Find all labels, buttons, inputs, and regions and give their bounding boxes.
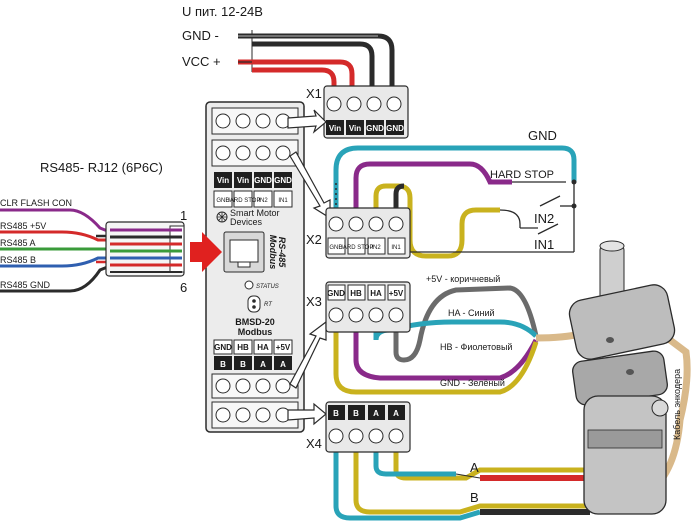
x1-terminal-3 (366, 120, 384, 135)
x4-terminal-1-label: B (333, 409, 339, 418)
device-top-label-4: GND (274, 176, 292, 185)
x4-terminal-3-label: A (373, 409, 379, 418)
x1-terminal-4 (386, 120, 404, 135)
x1-label: X1 (306, 86, 322, 101)
power-gnd-label: GND - (182, 28, 219, 43)
power-wire-red-2 (252, 67, 337, 92)
device-top-label-1: Vin (217, 176, 229, 185)
x4-terminal-4-label: A (393, 409, 399, 418)
status-label: STATUS (256, 284, 279, 290)
device-row2-label-4: IN1 (278, 198, 288, 204)
model-line-2: Modbus (238, 327, 273, 337)
device-row3-label-2: HB (237, 343, 249, 352)
encoder-gnd-label: GND - Зелёный (440, 378, 505, 388)
arrow-to-x4 (287, 402, 327, 426)
device-row4-label-2: B (240, 360, 246, 369)
x1-terminal-1 (326, 120, 344, 135)
rt-switch (247, 295, 261, 313)
device-rs485-line-1: RS-485 (277, 237, 287, 269)
rs485-line-2: RS485 +5V (0, 221, 46, 231)
input-hard-stop-label: HARD STOP (490, 169, 554, 181)
x4-terminal-2-label: B (353, 409, 359, 418)
device-top-label-2: Vin (237, 176, 249, 185)
input-gnd-label: GND (528, 128, 557, 143)
device-top-label-3: GND (254, 176, 272, 185)
x2-terminal-1-label: GND (329, 245, 343, 251)
x2-terminal-block: GND HARD STOP IN2 IN1 (325, 207, 411, 259)
rs485-lines: CLR FLASH CON RS485 +5V RS485 A RS485 B … (0, 198, 111, 293)
rs485-line-4: RS485 B (0, 255, 36, 265)
x1-terminal-2 (346, 120, 364, 135)
bmsd20-device: Vin Vin GND GND GND HARD STOP IN2 IN1 Sm… (205, 101, 305, 433)
device-rs485-line-2: Modbus (268, 235, 278, 270)
x4-terminal-block: B B A A (325, 401, 411, 453)
callout-arrows (287, 109, 331, 426)
arrow-to-x1 (287, 109, 327, 134)
rs485-line-3: RS485 A (0, 238, 36, 248)
device-row3-label-3: HA (257, 343, 269, 352)
device-row2-label-2: HARD STOP (226, 198, 261, 204)
x2-label: X2 (306, 232, 322, 247)
brand-line-1: Smart Motor (230, 208, 280, 218)
device-row4-label-4: A (280, 360, 286, 369)
x3-terminal-3-label: HA (370, 289, 382, 298)
x1-terminal-3-label: GND (366, 124, 384, 133)
x2-terminal-4-label: IN1 (391, 245, 401, 251)
x3-label: X3 (306, 294, 322, 309)
motor-phase-wires (333, 452, 590, 521)
encoder-ha-label: HA - Синий (448, 308, 495, 318)
status-led (244, 280, 254, 290)
motor-phase-b-label: B (470, 490, 479, 505)
x1-terminal-4-label: GND (386, 124, 404, 133)
rs485-pin-6: 6 (180, 280, 187, 295)
power-wire-black-1 (238, 33, 395, 92)
x4-label: X4 (306, 436, 322, 451)
device-row3-label-4: +5V (276, 343, 291, 352)
device-row2-label-1: GND (216, 198, 230, 204)
x3-terminal-block: GND HB HA +5V (325, 281, 411, 333)
device-row2-label-3: IN2 (258, 198, 268, 204)
x2-terminal-2-label: HARD STOP (339, 245, 374, 251)
encoder-5v-label: +5V - коричневый (426, 274, 500, 284)
motor-phase-a-label: A (470, 460, 479, 475)
x1-terminal-1-label: Vin (329, 124, 341, 133)
input-in2-label: IN2 (534, 211, 554, 226)
rj12-plug (105, 221, 185, 277)
x1-terminal-2-label: Vin (349, 124, 361, 133)
encoder-hb-label: HB - Фиолетовый (440, 342, 512, 352)
power-wire-black-2 (252, 41, 375, 92)
input-in1-label: IN1 (534, 237, 554, 252)
rs485-pin-1: 1 (180, 208, 187, 223)
power-wire-red-1 (238, 59, 355, 92)
device-row4-label-3: A (260, 360, 266, 369)
encoder-wires (333, 285, 691, 504)
power-vcc-label: VCC + (182, 54, 221, 69)
rs485-title: RS485- RJ12 (6P6C) (40, 160, 163, 175)
rt-label: RT (264, 302, 273, 308)
rs485-line-1: CLR FLASH CON (0, 198, 72, 208)
power-wires (238, 33, 395, 92)
x3-terminal-1-label: GND (327, 289, 345, 298)
encoder-cable-label: Кабель энкодера (672, 369, 682, 440)
rs485-arrow-icon (190, 232, 222, 272)
x3-terminal-4-label: +5V (389, 289, 404, 298)
model-line-1: BMSD-20 (235, 317, 275, 327)
gear-motor (568, 240, 676, 515)
rs485-line-5: RS485 GND (0, 280, 51, 290)
x2-terminal-3-label: IN2 (371, 245, 381, 251)
x1-terminal-block: Vin Vin GND GND (323, 85, 409, 139)
device-row4-label-1: B (220, 360, 226, 369)
power-supply-title: U пит. 12-24В (182, 4, 263, 19)
x3-terminal-2-label: HB (350, 289, 362, 298)
brand-line-2: Devices (230, 217, 263, 227)
device-row3-label-1: GND (214, 343, 232, 352)
